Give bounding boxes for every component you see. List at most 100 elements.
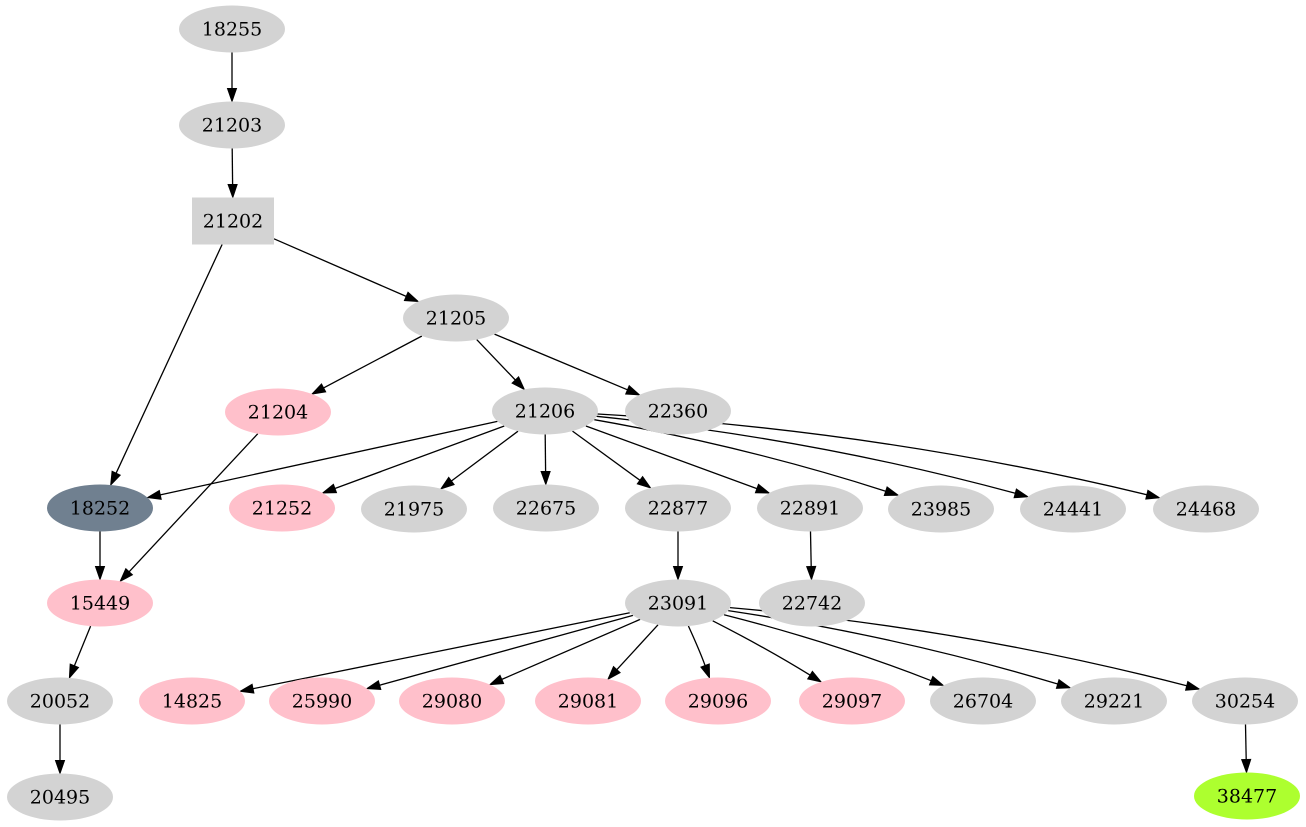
- arrowhead-icon: [439, 476, 455, 490]
- edge-path: [585, 425, 758, 490]
- node-shape: [225, 388, 331, 436]
- node-label: 23091: [648, 593, 708, 615]
- node-shape: [229, 484, 335, 532]
- edge-23091-29096: [687, 625, 711, 680]
- node-label: 20495: [30, 787, 90, 809]
- node-label: 14825: [162, 691, 222, 713]
- node-label: 24468: [1176, 499, 1236, 521]
- edge-path: [451, 430, 519, 482]
- node-label: 38477: [1217, 786, 1277, 808]
- edge-path: [128, 433, 259, 573]
- node-29081: 29081: [535, 677, 641, 725]
- arrowhead-icon: [238, 683, 255, 694]
- edge-23091-26704: [723, 614, 945, 686]
- node-label: 22675: [516, 498, 576, 520]
- edge-path: [616, 624, 659, 671]
- arrowhead-icon: [1013, 488, 1030, 499]
- arrowhead-icon: [94, 566, 106, 582]
- arrowhead-icon: [806, 670, 823, 683]
- node-15449: 15449: [47, 579, 153, 627]
- node-shape: [7, 773, 113, 821]
- node-label: 22891: [780, 498, 840, 520]
- edge-21204-15449: [119, 433, 259, 583]
- arrowhead-icon: [1240, 758, 1252, 775]
- node-label: 21206: [515, 401, 575, 423]
- edge-path: [73, 625, 92, 667]
- node-shape: [799, 677, 905, 725]
- node-shape: [7, 677, 113, 725]
- edge-21206-18252: [146, 420, 498, 500]
- arrowhead-icon: [488, 674, 505, 686]
- edge-path: [160, 420, 498, 496]
- node-shape: [1061, 677, 1167, 725]
- node-21975: 21975: [361, 485, 467, 533]
- node-30254: 30254: [1192, 677, 1298, 725]
- node-label: 21975: [384, 499, 444, 521]
- edge-path: [115, 244, 223, 474]
- node-shape: [47, 579, 153, 627]
- node-label: 20052: [30, 691, 90, 713]
- arrowhead-icon: [226, 88, 238, 104]
- node-shape: [1153, 485, 1259, 533]
- node-shape: [492, 387, 598, 435]
- node-23985: 23985: [888, 485, 994, 533]
- node-label: 30254: [1215, 691, 1275, 713]
- arrowhead-icon: [365, 679, 382, 691]
- node-label: 29221: [1084, 691, 1144, 713]
- edge-path: [728, 609, 1058, 685]
- node-shape: [1192, 677, 1298, 725]
- node-shape: [1020, 485, 1126, 533]
- node-29080: 29080: [399, 677, 505, 725]
- edge-path: [494, 333, 628, 391]
- arrowhead-icon: [227, 184, 238, 200]
- edge-path: [273, 238, 407, 297]
- edge-21203-21202: [227, 148, 238, 200]
- node-shape: [403, 294, 509, 342]
- arrowhead-icon: [606, 665, 621, 681]
- edge-23091-29081: [606, 624, 659, 681]
- node-23091: 23091: [625, 579, 731, 627]
- node-shape: [759, 579, 865, 627]
- node-label: 26704: [953, 691, 1013, 713]
- edge-21206-22891: [585, 425, 771, 494]
- edge-21206-21252: [321, 425, 505, 494]
- node-21203: 21203: [179, 101, 285, 149]
- edge-23091-14825: [238, 612, 630, 694]
- arrowhead-icon: [403, 291, 420, 303]
- edge-23091-25990: [365, 614, 634, 691]
- arrowhead-icon: [636, 475, 652, 489]
- edge-path: [323, 335, 423, 389]
- edge-path: [379, 614, 634, 686]
- node-shape: [930, 677, 1036, 725]
- node-shape: [269, 677, 375, 725]
- arrowhead-icon: [754, 483, 771, 494]
- node-25990: 25990: [269, 677, 375, 725]
- arrowhead-icon: [672, 566, 684, 582]
- node-label: 22877: [648, 498, 708, 520]
- arrowhead-icon: [321, 483, 338, 494]
- arrowhead-icon: [119, 567, 134, 583]
- edge-21206-21975: [439, 430, 519, 490]
- node-shape: [179, 101, 285, 149]
- arrowhead-icon: [146, 489, 162, 500]
- node-label: 18252: [70, 498, 130, 520]
- node-20052: 20052: [7, 677, 113, 725]
- node-shape: [139, 677, 245, 725]
- edge-path: [594, 419, 886, 492]
- node-shape: [625, 484, 731, 532]
- node-label: 25990: [292, 691, 352, 713]
- node-shape: [47, 484, 153, 532]
- node-shape: [1194, 772, 1300, 820]
- node-20495: 20495: [7, 773, 113, 821]
- node-21204: 21204: [225, 388, 331, 436]
- node-label: 29081: [558, 691, 618, 713]
- node-shape: [665, 677, 771, 725]
- edge-15449-20052: [68, 625, 92, 680]
- node-18252: 18252: [47, 484, 153, 532]
- node-shape: [493, 484, 599, 532]
- edge-20052-20495: [54, 724, 66, 776]
- node-18255: 18255: [179, 5, 285, 53]
